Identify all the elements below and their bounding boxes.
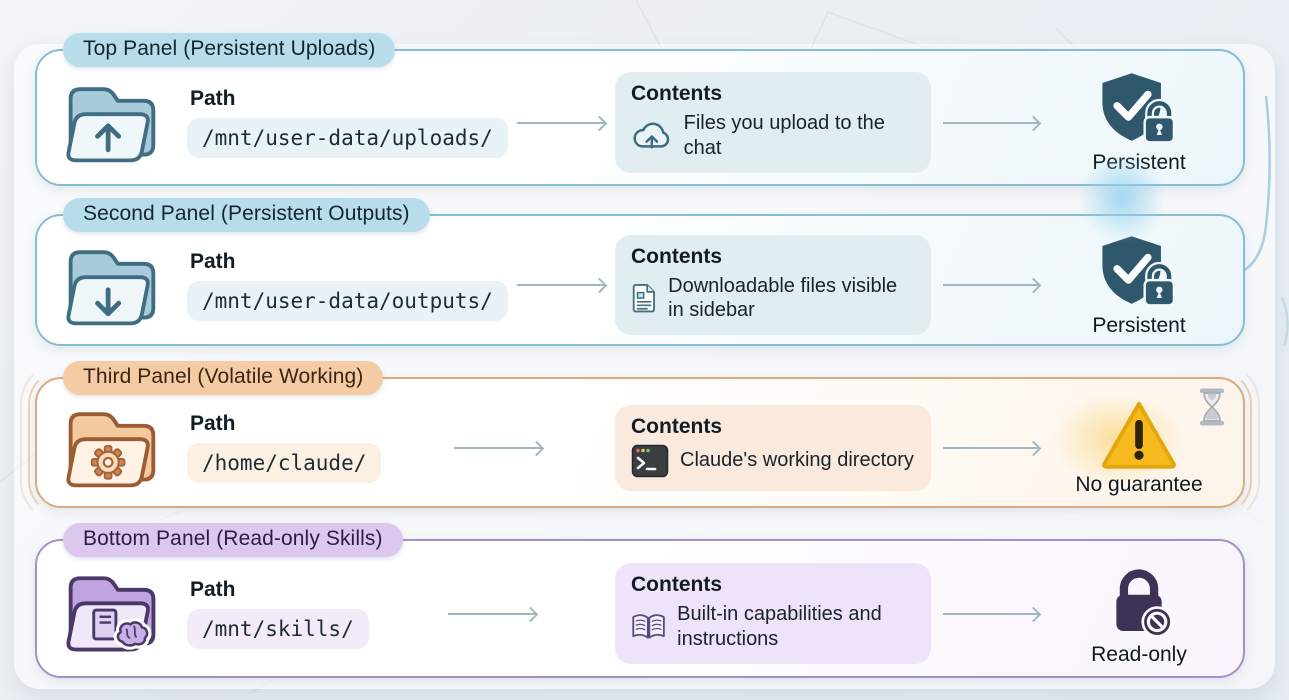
lock-prohibition-icon	[1116, 569, 1173, 638]
panel-badge: Top Panel (Persistent Uploads)	[63, 33, 396, 67]
contents-text: Built-in capabilities and instructions	[677, 603, 882, 650]
path-label: Path	[190, 578, 236, 601]
contents-title: Contents	[631, 244, 722, 268]
contents-text: Downloadable files visible in sidebar	[668, 274, 898, 321]
panel-badge: Bottom Panel (Read-only Skills)	[63, 523, 403, 557]
document-icon	[632, 284, 655, 313]
panel-badge: Third Panel (Volatile Working)	[63, 361, 384, 395]
shield-check-lock-icon	[1102, 73, 1176, 144]
arrow-right-icon	[943, 612, 1039, 615]
panel-readonly-skills: Bottom Panel (Read-only Skills)	[35, 523, 1245, 678]
contents-title: Contents	[631, 82, 722, 106]
cloud-upload-icon	[633, 122, 670, 149]
status-block: No guarantee	[1030, 376, 1206, 502]
terminal-icon	[631, 444, 669, 477]
folder-upload-icon	[66, 87, 156, 163]
status-block: Persistent	[1092, 70, 1186, 175]
path-label: Path	[190, 249, 236, 273]
arrow-right-icon	[454, 446, 543, 449]
arrow-right-icon	[943, 121, 1039, 124]
contents-box: Contents Files you upload to the chat	[615, 72, 931, 173]
status-label: Persistent	[1092, 151, 1186, 174]
status-label: Persistent	[1092, 313, 1186, 337]
folder-book-brain-icon	[66, 576, 156, 652]
status-block: Read-only	[1091, 560, 1187, 667]
panel-badge: Second Panel (Persistent Outputs)	[63, 198, 430, 232]
folder-gear-icon	[66, 412, 156, 488]
path-label: Path	[190, 412, 236, 435]
arrow-right-icon	[943, 284, 1039, 286]
status-label: Read-only	[1091, 643, 1187, 666]
hourglass-icon	[1200, 388, 1224, 426]
arrow-right-icon	[943, 446, 1039, 449]
contents-text: Claude's working directory	[680, 449, 914, 472]
panel-persistent-outputs: Second Panel (Persistent Outputs) Path /…	[35, 198, 1245, 346]
panel-volatile-working: Third Panel (Volatile Working)	[20, 361, 1260, 523]
arrow-right-icon	[517, 284, 606, 286]
contents-box: Contents Downloadable files visible in s…	[615, 234, 931, 336]
contents-title: Contents	[631, 414, 722, 438]
status-block: Persistent	[1092, 233, 1186, 338]
contents-text: Files you upload to the chat	[683, 112, 885, 159]
arrow-right-icon	[517, 121, 606, 124]
panel-persistent-uploads: Top Panel (Persistent Uploads) Path /mnt…	[35, 33, 1245, 186]
path-value: /mnt/user-data/uploads/	[187, 118, 508, 158]
contents-title: Contents	[631, 573, 722, 597]
contents-box: Contents Built-in	[615, 563, 931, 664]
shield-check-lock-icon	[1102, 235, 1176, 307]
path-value: /mnt/user-data/outputs/	[187, 280, 508, 321]
path-value: /home/claude/	[187, 443, 382, 483]
open-book-icon	[632, 613, 665, 639]
arrow-right-icon	[447, 612, 536, 615]
folder-download-icon	[66, 249, 156, 325]
path-value: /mnt/skills/	[187, 609, 369, 649]
contents-box: Contents Claude's working directory	[615, 404, 931, 491]
path-label: Path	[190, 87, 236, 110]
warning-triangle-icon	[1102, 401, 1176, 469]
status-label: No guarantee	[1075, 472, 1203, 496]
